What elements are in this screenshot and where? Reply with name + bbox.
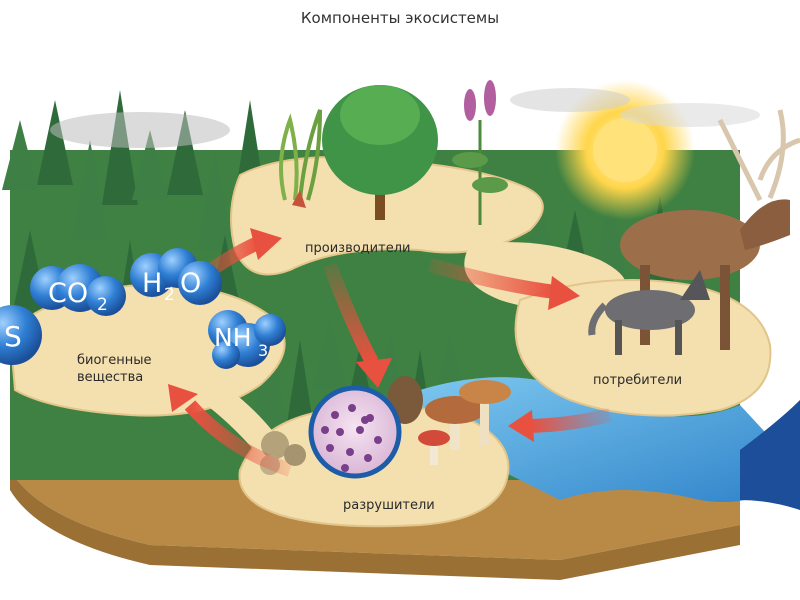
wolf-icon xyxy=(588,270,710,355)
microbe-cell xyxy=(321,426,329,434)
microbe-icon xyxy=(308,385,402,479)
arrow-producers-to-decomposers xyxy=(323,262,392,388)
label-biogenic-line2: вещества xyxy=(77,370,144,385)
conifer-tree-icon xyxy=(37,100,73,185)
molecule-h2o-h: H xyxy=(142,268,162,299)
microbe-cell xyxy=(364,454,372,462)
microbe-cell xyxy=(331,411,339,419)
arrow-decomposers-to-biogenic xyxy=(168,384,293,477)
microbe-cell xyxy=(348,404,356,412)
microbe-cell xyxy=(346,448,354,456)
molecule-co2: CO 2 xyxy=(30,264,126,316)
conifer-tree-icon xyxy=(132,130,168,200)
label-consumers: потребители xyxy=(593,373,683,388)
molecule-nh3-sub: 3 xyxy=(258,341,268,360)
arrow-producers-to-consumers xyxy=(428,258,580,310)
molecule-h2o: H 2 O xyxy=(130,248,222,305)
molecule-s: S xyxy=(0,305,42,365)
arrow-consumers-to-decomposers xyxy=(508,408,612,442)
molecule-co2-sub: 2 xyxy=(97,295,108,315)
molecule-co2-main: CO xyxy=(48,278,88,309)
label-biogenic-line1: биогенные xyxy=(77,353,152,368)
seaweed-icon xyxy=(279,109,322,208)
label-producers: производители xyxy=(305,241,411,256)
flower-icon xyxy=(452,80,508,225)
microbe-cell xyxy=(326,444,334,452)
microbe-cell xyxy=(356,426,364,434)
molecule-h2o-o: O xyxy=(180,268,201,299)
conifer-tree-icon xyxy=(312,320,348,390)
conifer-tree-icon xyxy=(72,140,108,240)
conifer-tree-icon xyxy=(197,150,233,250)
conifer-tree-icon xyxy=(2,120,38,190)
microbe-cell xyxy=(374,436,382,444)
label-biogenic-substances: биогенные вещества xyxy=(77,352,197,386)
molecule-nh3-main: NH xyxy=(214,323,252,352)
conifer-tree-icon xyxy=(252,330,288,430)
microbe-cell xyxy=(341,464,349,472)
microbe-cell xyxy=(361,416,369,424)
water-icon xyxy=(420,377,800,510)
mushroom-icon xyxy=(387,376,511,465)
tree-icon xyxy=(322,85,438,220)
microbe-cell xyxy=(336,428,344,436)
page-title: Компоненты экосистемы xyxy=(300,9,500,27)
molecule-h2o-sub: 2 xyxy=(164,285,175,305)
molecule-nh3: NH 3 xyxy=(208,310,286,369)
label-decomposers: разрушители xyxy=(343,498,435,513)
cloud-icon xyxy=(50,88,760,148)
molecule-s-label: S xyxy=(4,320,22,353)
conifer-tree-icon xyxy=(167,110,203,195)
